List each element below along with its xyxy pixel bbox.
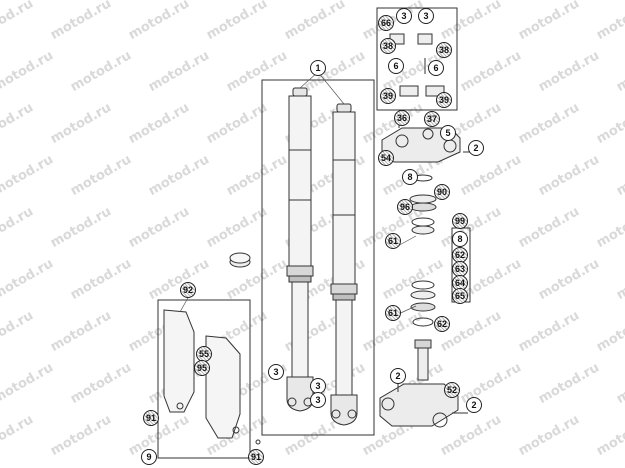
callout-3: 3	[396, 8, 412, 24]
callout-64: 64	[452, 275, 468, 291]
steering-bearing-stack	[409, 174, 437, 327]
fork-guard-frame	[157, 299, 251, 459]
callout-91: 91	[248, 449, 264, 465]
callout-54: 54	[378, 150, 394, 166]
callout-3: 3	[268, 364, 284, 380]
callout-95: 95	[194, 360, 210, 376]
callout-39: 39	[380, 88, 396, 104]
callout-8: 8	[402, 169, 418, 185]
callout-99: 99	[452, 213, 468, 229]
callout-1: 1	[310, 60, 326, 76]
callout-3: 3	[418, 8, 434, 24]
callout-91: 91	[143, 410, 159, 426]
callout-2: 2	[390, 368, 406, 384]
callout-36: 36	[394, 110, 410, 126]
callout-37: 37	[424, 111, 440, 127]
callout-96: 96	[397, 199, 413, 215]
callout-8: 8	[452, 231, 468, 247]
clamp-kit-frame	[376, 7, 458, 111]
callout-39: 39	[436, 92, 452, 108]
fork-assembly-frame	[261, 79, 375, 436]
callout-38: 38	[436, 42, 452, 58]
callout-61: 61	[385, 233, 401, 249]
fork-guards	[163, 309, 261, 445]
clamp-kit-parts	[389, 33, 445, 97]
callout-6: 6	[388, 58, 404, 74]
callout-5: 5	[440, 125, 456, 141]
callout-2: 2	[468, 140, 484, 156]
callout-90: 90	[434, 184, 450, 200]
callout-6: 6	[428, 60, 444, 76]
callout-9: 9	[141, 449, 157, 465]
callout-62: 62	[434, 316, 450, 332]
callout-65: 65	[452, 288, 468, 304]
callout-52: 52	[444, 382, 460, 398]
callout-38: 38	[380, 38, 396, 54]
right-fork-leg	[330, 103, 358, 426]
callout-2: 2	[466, 397, 482, 413]
callout-92: 92	[180, 282, 196, 298]
lower-triple-clamp	[379, 339, 468, 428]
left-fork-leg	[286, 87, 314, 412]
callout-61: 61	[385, 305, 401, 321]
callout-3: 3	[310, 392, 326, 408]
callout-66: 66	[378, 15, 394, 31]
